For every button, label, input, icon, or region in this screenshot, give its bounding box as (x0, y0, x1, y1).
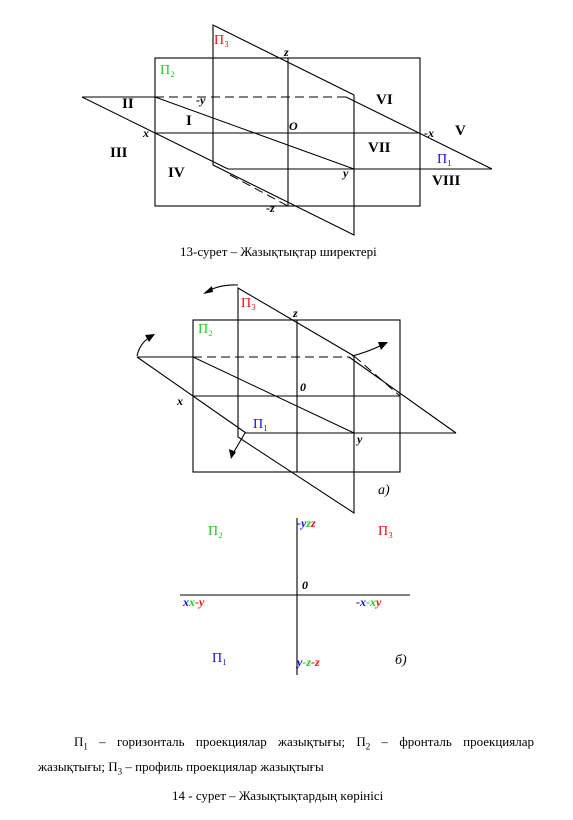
quadrant-label: IV (168, 165, 185, 181)
quadrant-label: VII (368, 140, 391, 156)
axis-label-x: x (142, 126, 149, 140)
label-minus-z: -z (302, 655, 311, 669)
axis-label-z: z (292, 306, 298, 320)
plane-label-p1: П₁ (437, 152, 452, 167)
legend-p1-subscript: 1 (83, 741, 88, 752)
axis-label-minus-x: -x (424, 126, 434, 140)
axis-label-y: y (341, 166, 349, 180)
axis-label-minus-z: -z (266, 201, 275, 215)
profile-hidden-edge (229, 174, 289, 207)
axis-label-y: y (355, 432, 363, 446)
label-x: x (188, 595, 195, 609)
quadrant-label: I (186, 113, 192, 129)
plane-label-p3: П₃ (241, 296, 256, 311)
origin-label: 0 (300, 380, 306, 394)
legend-p1-text: – горизонталь проекциялар жазықтығы; (87, 734, 357, 749)
plane-label-p3: П₃ (214, 33, 229, 48)
profile-hidden-edge (353, 355, 401, 397)
plane-label-p1: П₁ (253, 417, 268, 432)
y-axis (192, 356, 355, 434)
plane-label-p2: П₂ (198, 322, 213, 337)
figure-sublabel-a: а) (378, 483, 390, 498)
figure-14-legend: П1 – горизонталь проекциялар жазықтығы; … (38, 732, 534, 781)
label-minus-x: -x (366, 595, 376, 609)
plane-label-p2: П₂ (208, 524, 223, 539)
axis-label-z: z (283, 45, 289, 59)
origin-label: 0 (302, 578, 308, 592)
label-minus-x: -x (356, 595, 366, 609)
plane-label-p1: П₁ (212, 651, 227, 666)
quadrant-label: VIII (432, 173, 461, 189)
legend-p3-symbol: П (108, 758, 118, 774)
axis-label-x: x (176, 394, 183, 408)
axis-label-right: -x-xy (356, 595, 382, 609)
label-minus-y: -y (195, 595, 205, 609)
quadrant-label: II (122, 96, 134, 112)
legend-p3-subscript: 3 (117, 766, 123, 777)
arrowhead-icon (203, 286, 213, 294)
plane-label-p2: П₂ (160, 63, 175, 78)
arrowhead-icon (378, 342, 388, 350)
figure-14-caption: 14 - сурет – Жазықтықтардың көрінісі (172, 788, 384, 803)
label-z: z (310, 516, 316, 530)
arrowhead-icon (145, 334, 155, 342)
horizontal-plane-edge (136, 356, 247, 434)
legend-p2-subscript: 2 (365, 741, 371, 752)
arrowhead-icon (229, 449, 236, 459)
horizontal-plane-edge (348, 356, 457, 434)
figure-sublabel-b: б) (395, 653, 407, 668)
figure-13-caption: 13-сурет – Жазықтықтар ширектері (180, 244, 377, 259)
label-x: x (182, 595, 189, 609)
axis-label-left: xx-y (182, 595, 205, 609)
label-z: z (305, 516, 311, 530)
legend-p3-text: – профиль проекциялар жазықтығы (122, 758, 324, 774)
quadrant-label: VI (376, 92, 393, 108)
plane-label-p3: П₃ (378, 524, 393, 539)
quadrant-label: III (110, 145, 128, 161)
legend-p2-text: – фронталь проекциялар жазықтығы; (38, 734, 534, 774)
quadrant-label: V (455, 123, 466, 139)
legend-p2-symbol: П (356, 734, 366, 749)
label-minus-y: -y (297, 516, 307, 530)
axis-label-minus-y: -y (196, 93, 206, 107)
axis-label-top: -yzz (297, 516, 316, 530)
y-axis (154, 96, 355, 170)
legend-p1-symbol: П (74, 734, 84, 749)
axis-label-bottom: y-z-z (295, 655, 320, 669)
label-y: y (374, 595, 382, 609)
label-y: y (295, 655, 303, 669)
label-minus-z: -z (311, 655, 320, 669)
origin-label: O (289, 119, 298, 133)
